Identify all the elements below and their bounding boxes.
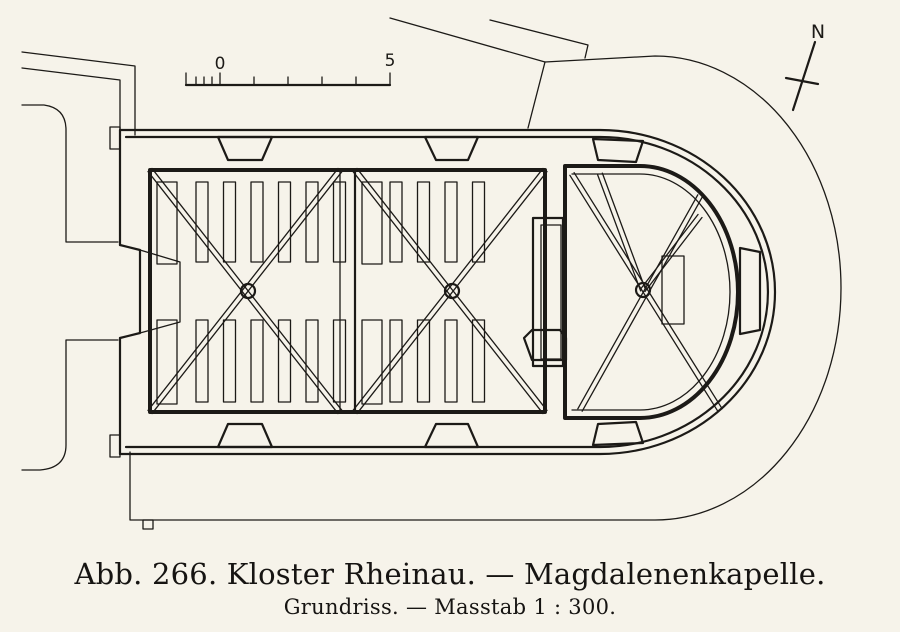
pew [471,181,486,263]
rib-line [147,170,339,415]
pew [277,319,292,403]
nave [148,168,547,414]
pew [444,319,458,403]
rib-line [151,170,343,415]
pew-end-bench [361,181,383,265]
keystone-1 [239,282,257,300]
pew [332,181,347,263]
caption-subtitle: Grundriss. — Masstab 1 : 300. [283,595,617,619]
pew-end-bench [156,181,178,265]
north-label: N [811,21,825,43]
pew [389,181,403,263]
pew [305,319,319,403]
vault-ribs [147,167,723,415]
rib-line [644,216,703,293]
pew [416,319,431,403]
keystone-2 [443,282,461,300]
pew [332,319,347,403]
rib-line [151,167,343,412]
pew-end-bench [361,319,383,405]
outer-wall [109,126,777,458]
rib-line [352,167,544,412]
rib-line [640,213,699,290]
pew [416,181,431,263]
pew [389,319,403,403]
rib-line [577,194,699,410]
altar [522,216,685,368]
pew [250,181,264,263]
choir [563,164,740,420]
keystone-3 [634,281,652,299]
wall-pilasters [216,135,762,449]
pew [222,319,237,403]
pews [156,181,486,405]
caption-title: Abb. 266. Kloster Rheinau. — Magdalenenk… [74,557,826,591]
pew-end-bench [156,319,178,405]
pew [195,319,209,403]
pew [305,181,319,263]
rib-line [569,174,719,412]
site-context [21,17,842,530]
rib-line [352,170,544,415]
rib-line [147,167,339,412]
scale-label-start: 0 [215,54,226,74]
pew [222,181,237,263]
rib-line [581,196,703,412]
rib-line [601,172,646,290]
rib-line [356,167,548,412]
entrance [118,243,181,340]
pew [250,319,264,403]
pew [471,319,486,403]
pew [195,181,209,263]
pew [444,181,458,263]
rib-line [356,170,548,415]
pew [277,181,292,263]
scale-bar: 0 5 [184,51,396,87]
rib-line [573,172,723,410]
north-arrow: N [784,21,825,112]
rib-line [597,174,642,292]
scale-label-end: 5 [385,51,396,71]
